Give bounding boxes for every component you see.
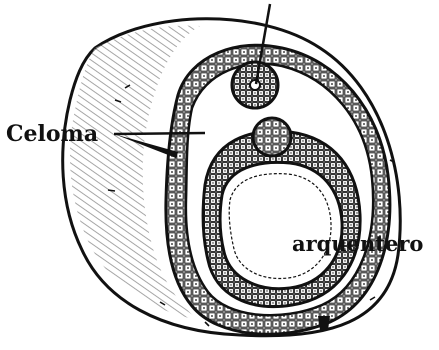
celoma-label: Celoma bbox=[6, 123, 98, 145]
celoma-pointer-line bbox=[114, 133, 205, 134]
bottom-mark bbox=[318, 316, 330, 330]
neural-canal bbox=[250, 80, 260, 90]
arquentero-label: arquentero bbox=[292, 233, 423, 254]
archenteron-cavity bbox=[220, 162, 342, 288]
notochord bbox=[253, 118, 291, 156]
